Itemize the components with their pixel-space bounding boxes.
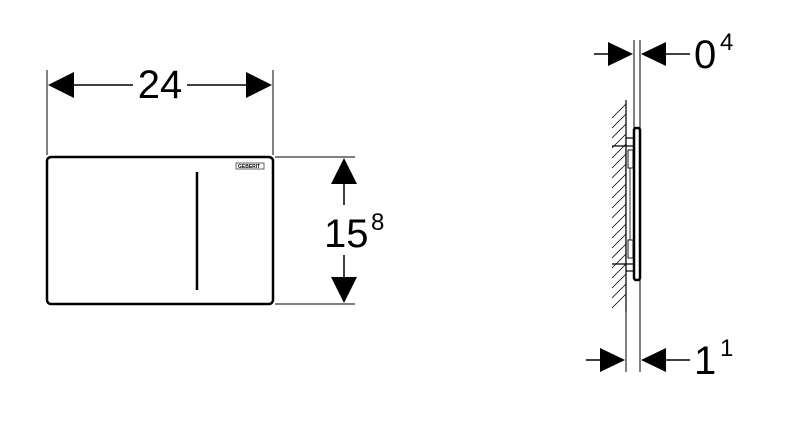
depth-bottom-label-main: 1 [694, 339, 716, 383]
height-arrow-top [331, 158, 357, 184]
logo-mark [235, 162, 265, 170]
depth-top-arrow-left [608, 42, 633, 66]
depth-top-label-sup: 4 [720, 29, 733, 56]
logo-text: GEBERIT [238, 164, 260, 170]
width-label: 24 [138, 63, 183, 107]
flush-plate-outline [45, 155, 275, 306]
depth-bottom-arrow-right [641, 348, 666, 372]
width-arrow-left [48, 72, 74, 98]
height-label-sup: 8 [371, 209, 384, 236]
plate-profile [632, 126, 642, 282]
width-arrow-right [246, 72, 272, 98]
wall-hatching [611, 103, 627, 309]
front-view: GEBERIT 24 15 8 [45, 63, 384, 306]
height-arrow-bottom [331, 277, 357, 303]
depth-top-label-main: 0 [694, 33, 716, 77]
depth-bottom-arrow-left [600, 348, 625, 372]
side-view: 0 4 1 1 [586, 29, 733, 383]
height-label-main: 15 [324, 212, 369, 256]
depth-top-arrow-right [641, 42, 666, 66]
depth-bottom-label-sup: 1 [720, 335, 733, 362]
